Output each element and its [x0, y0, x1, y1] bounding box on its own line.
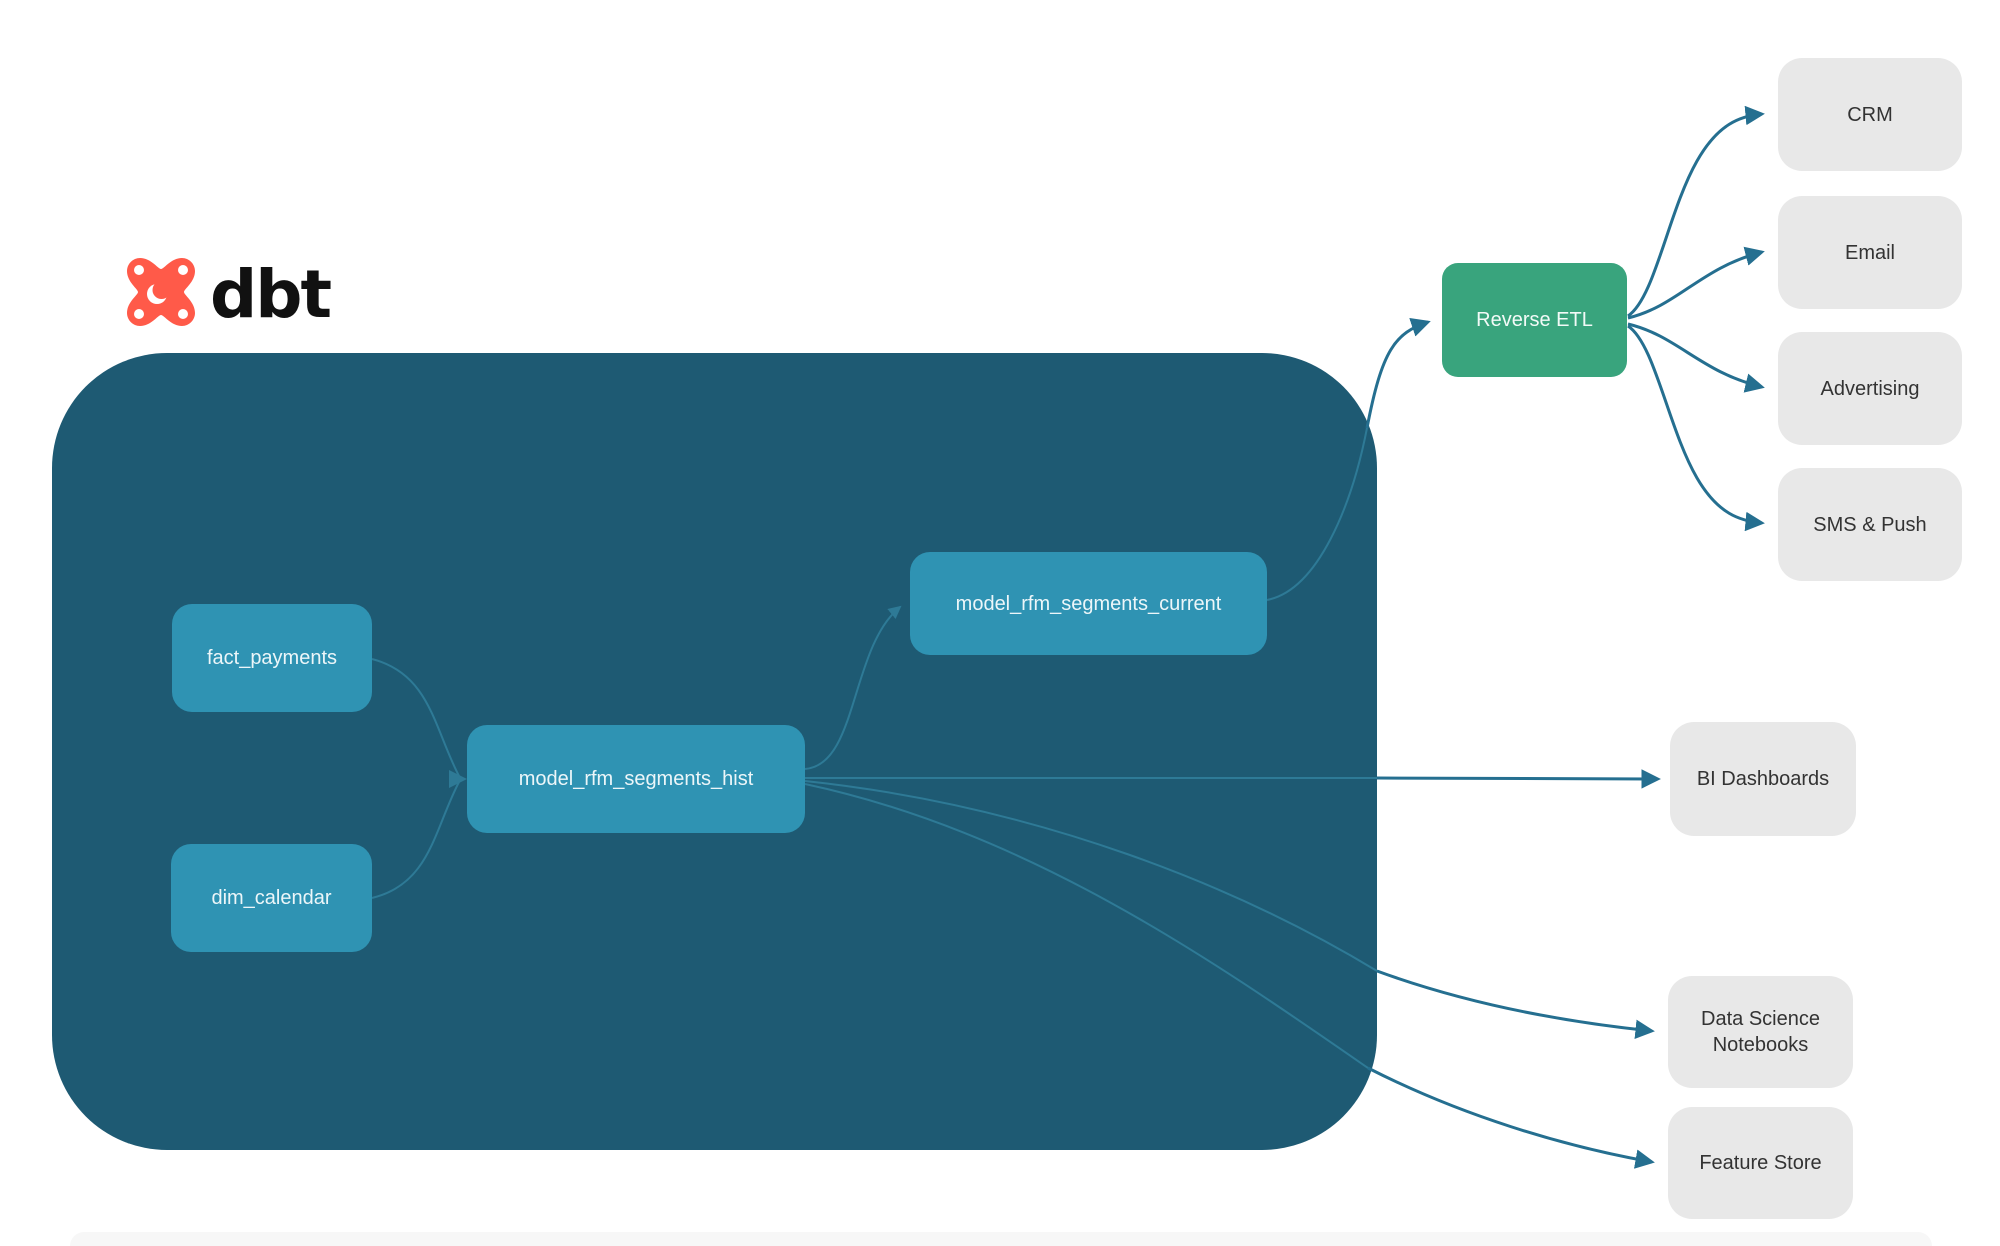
node-label: Email — [1844, 241, 1895, 264]
node-feature-store: Feature Store — [1668, 1107, 1853, 1219]
dbt-wordmark: dbt — [210, 255, 332, 333]
node-label: dim_calendar — [211, 887, 332, 909]
node-email: Email — [1778, 196, 1962, 309]
dbt-logo-icon — [124, 256, 198, 333]
node-label: Feature Store — [1699, 1152, 1822, 1174]
node-label: Reverse ETL — [1476, 309, 1593, 331]
node-data-science-notebooks: Data Science Notebooks — [1668, 976, 1853, 1088]
node-reverse-etl: Reverse ETL — [1442, 263, 1627, 377]
node-label: SMS & Push — [1813, 513, 1927, 536]
node-dim-calendar: dim_calendar — [171, 844, 372, 952]
node-bi-dashboards: BI Dashboards — [1670, 722, 1856, 836]
node-advertising: Advertising — [1778, 332, 1962, 445]
node-label: fact_payments — [206, 647, 338, 669]
node-crm: CRM — [1778, 58, 1962, 171]
node-sms-push: SMS & Push — [1778, 468, 1962, 581]
node-label: Advertising — [1820, 377, 1920, 400]
node-label: Data Science Notebooks — [1701, 1008, 1820, 1056]
node-model-rfm-segments-current: model_rfm_segments_current — [910, 552, 1267, 655]
node-label: model_rfm_segments_hist — [518, 768, 754, 790]
next-section-edge — [70, 1232, 1932, 1246]
dbt-brand: dbt — [124, 255, 332, 333]
node-label: BI Dashboards — [1696, 768, 1830, 790]
node-fact-payments: fact_payments — [172, 604, 372, 712]
node-label: model_rfm_segments_current — [955, 592, 1222, 615]
node-model-rfm-segments-hist: model_rfm_segments_hist — [467, 725, 805, 833]
node-label: CRM — [1847, 103, 1893, 126]
